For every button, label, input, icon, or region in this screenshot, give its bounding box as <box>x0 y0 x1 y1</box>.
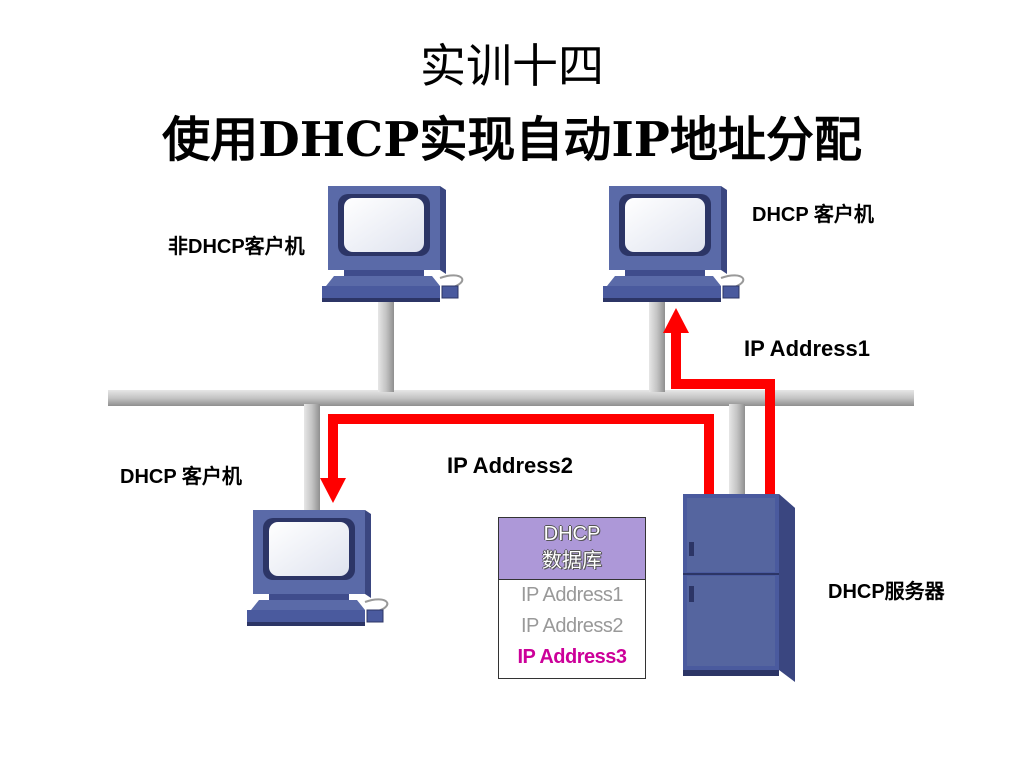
dhcp-client-top-label: DHCP 客户机 <box>752 204 874 226</box>
ip-address2-arrow <box>320 414 714 503</box>
server-icon <box>683 494 795 682</box>
dhcp-client-left-label: DHCP 客户机 <box>120 466 242 488</box>
ip-address2-label: IP Address2 <box>447 453 573 478</box>
title-line1: 实训十四 <box>420 39 604 93</box>
title-line2: 使用DHCP实现自动IP地址分配 <box>162 112 862 168</box>
database-header-line2: 数据库 <box>542 550 602 572</box>
ip-address1-label: IP Address1 <box>744 336 870 361</box>
ip-address1-arrow <box>663 308 775 494</box>
network-bus <box>108 300 914 516</box>
database-entry-highlighted: IP Address3 <box>517 646 627 668</box>
computer-icon <box>322 186 464 302</box>
database-header-line1: DHCP <box>543 523 601 545</box>
computer-icon <box>247 510 389 626</box>
database-entry: IP Address2 <box>521 615 623 637</box>
database-header: DHCP 数据库 <box>499 518 645 580</box>
computer-icon <box>603 186 745 302</box>
dhcp-database-table: DHCP 数据库 IP Address1 IP Address2 IP Addr… <box>498 517 646 679</box>
database-entry: IP Address1 <box>521 584 623 606</box>
non-dhcp-client-label: 非DHCP客户机 <box>168 236 305 258</box>
dhcp-server-label: DHCP服务器 <box>828 581 945 603</box>
